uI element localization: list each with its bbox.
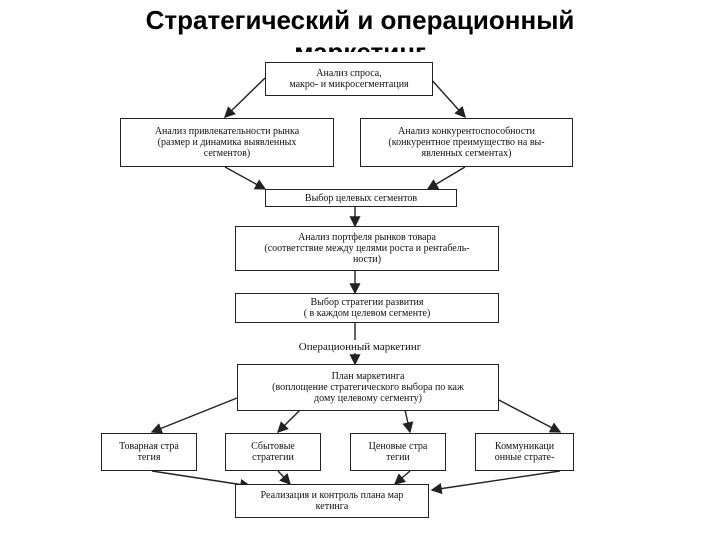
arrow-product-to-control [151, 470, 252, 491]
box-strategy-choice: Выбор стратегии развития ( в каждом целе… [235, 293, 499, 323]
title-line-1: Стратегический и операционный [145, 5, 575, 35]
label-operational-marketing: Операционный маркетинг [298, 341, 422, 353]
box-product-strategy: Товарная стра тегия [101, 433, 197, 471]
arrow-plan-to-price [402, 409, 414, 434]
arrow-competitiveness-to-target [426, 166, 466, 190]
box-implementation-control: Реализация и контроль плана мар кетинга [235, 484, 429, 518]
box-portfolio-analysis: Анализ портфеля рынков товара (соответст… [235, 226, 499, 271]
arrow-communication-to-control [430, 470, 561, 495]
arrow-plan-to-communication [494, 397, 562, 433]
arrow-demand-to-attractiveness [223, 77, 266, 118]
arrow-plan-to-sales [277, 409, 301, 433]
arrow-attractiveness-to-target [224, 166, 267, 190]
box-competitiveness-analysis: Анализ конкурентоспособности (конкурентн… [360, 118, 573, 167]
box-price-strategies: Ценовые стра тегии [350, 433, 446, 471]
box-market-attractiveness: Анализ привлекательности рынка (размер и… [120, 118, 334, 167]
arrow-price-to-control [393, 470, 411, 485]
box-target-segments: Выбор целевых сегментов [265, 189, 457, 207]
arrow-plan-to-product [150, 397, 238, 434]
page-title: Стратегический и операционный маркетинг [0, 4, 720, 52]
box-marketing-plan: План маркетинга (воплощение стратегическ… [237, 364, 499, 411]
box-demand-analysis: Анализ спроса, макро- и микросегментация [265, 62, 433, 96]
title-line-2: маркетинг [294, 37, 426, 52]
arrow-sales-to-control [277, 470, 291, 486]
box-communication-strategies: Коммуникаци онные страте- [475, 433, 574, 471]
arrow-demand-to-competitiveness [429, 77, 466, 119]
box-sales-strategies: Сбытовые стратегии [225, 433, 321, 471]
